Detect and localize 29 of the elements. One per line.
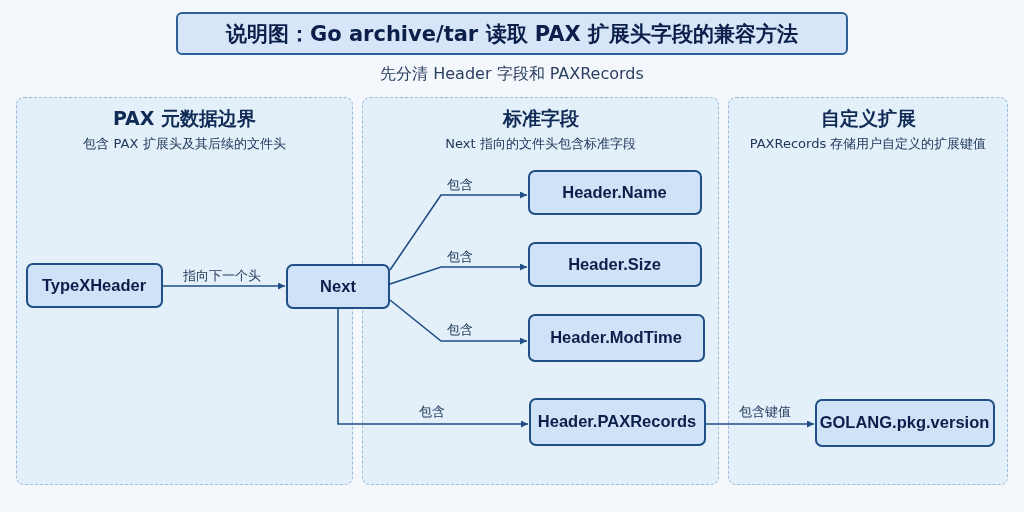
edge-label: 包含: [445, 248, 475, 266]
panel-heading: 标准字段: [502, 107, 579, 129]
panel-description: PAXRecords 存储用户自定义的扩展键值: [749, 136, 987, 151]
panel-background: [362, 97, 719, 485]
edge-label: 指向下一个头: [181, 267, 263, 285]
edge-label: 包含: [445, 176, 475, 194]
process-box: GOLANG.pkg.version: [814, 398, 995, 447]
arrow: [337, 308, 529, 428]
arrow: [162, 282, 286, 290]
panel-heading: PAX 元数据边界: [112, 107, 257, 129]
process-box: Next: [286, 264, 390, 309]
panel-background: [728, 97, 1008, 485]
process-box: Header.Name: [527, 169, 702, 215]
panel-description: Next 指向的文件头包含标准字段: [445, 136, 636, 151]
process-box: TypeXHeader: [25, 262, 163, 308]
edge-label: 包含键值: [737, 403, 793, 421]
arrow: [389, 299, 528, 345]
arrow: [389, 263, 528, 285]
edge-label: 包含: [417, 403, 447, 421]
subtitle: 先分清 Header 字段和 PAXRecords: [380, 64, 644, 83]
process-box: Header.PAXRecords: [528, 397, 706, 446]
panel-heading: 自定义扩展: [820, 107, 916, 129]
process-box: Header.ModTime: [527, 313, 705, 362]
edge-label: 包含: [445, 321, 475, 339]
panel-description: 包含 PAX 扩展头及其后续的文件头: [83, 136, 286, 151]
title-banner: 说明图：Go archive/tar 读取 PAX 扩展头字段的兼容方法: [176, 12, 848, 55]
process-box: Header.Size: [527, 241, 702, 287]
arrow: [389, 191, 528, 271]
arrow: [705, 420, 815, 428]
